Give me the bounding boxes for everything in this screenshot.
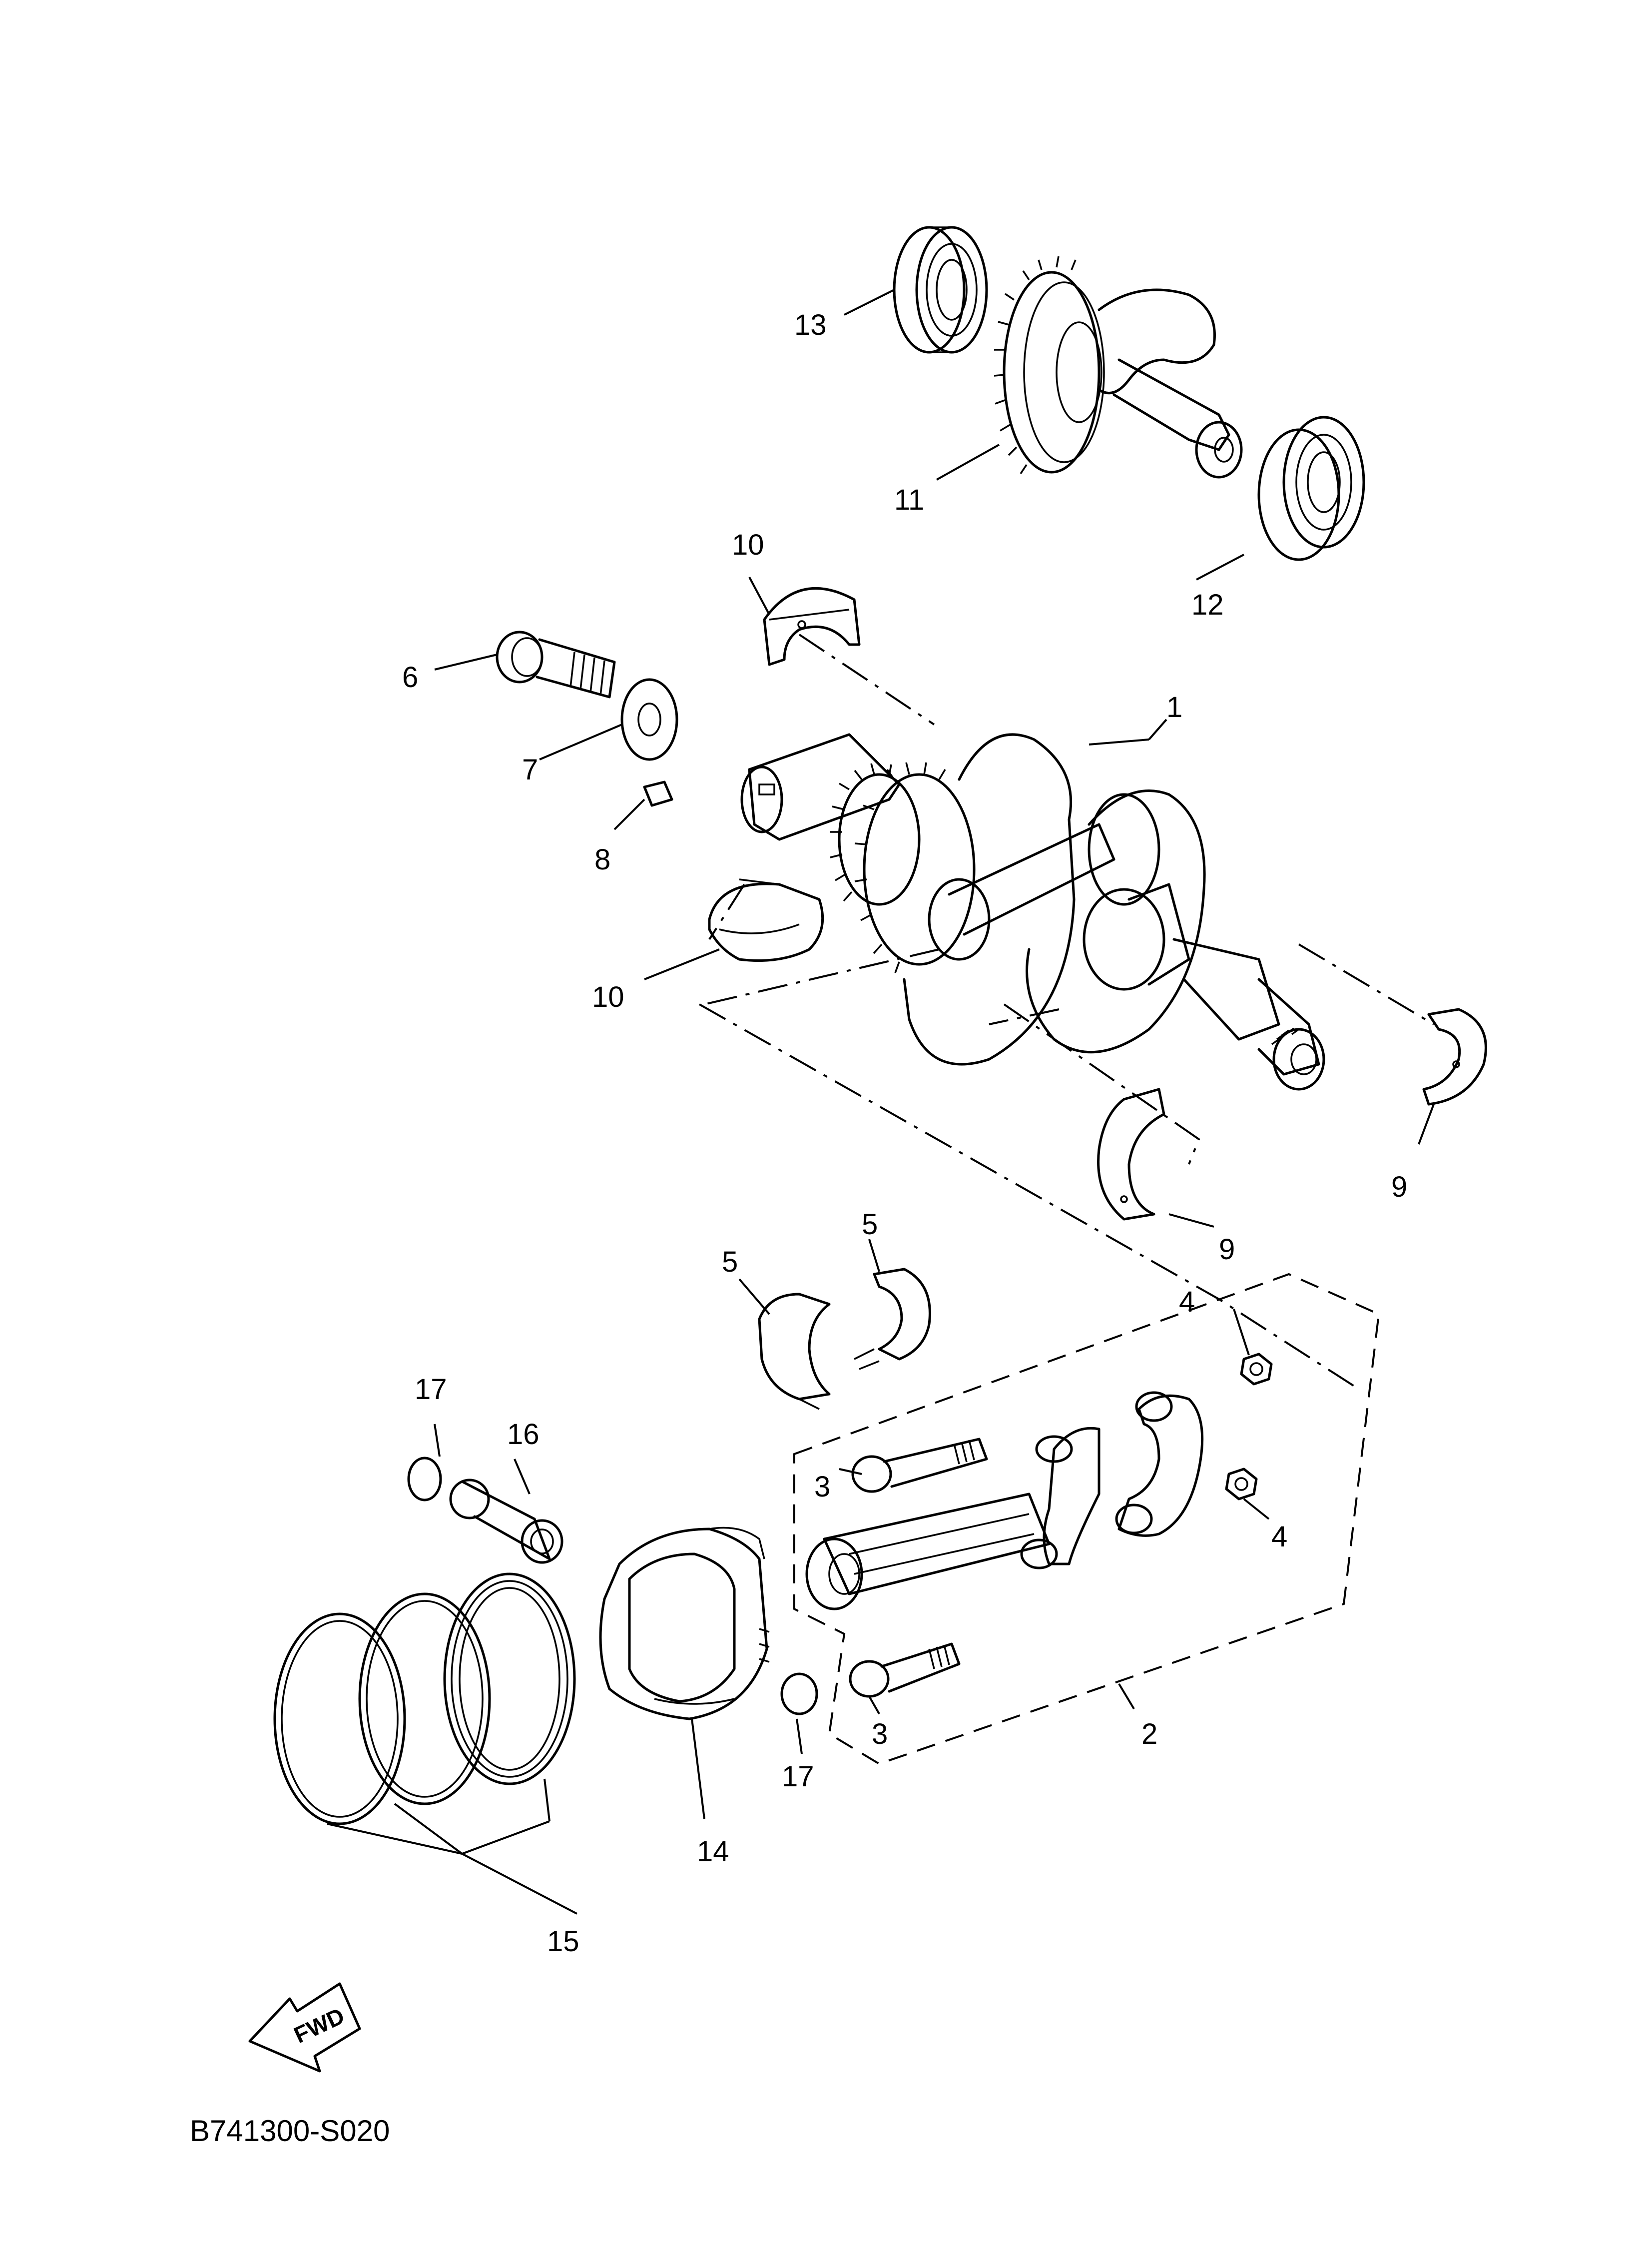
bolt-6[interactable] [496,631,616,699]
callout-8: 8 [594,843,610,876]
clip-17-right[interactable] [780,1672,818,1715]
callout-1: 1 [1166,691,1182,724]
crankshaft-1[interactable] [740,733,1325,1091]
callout-10-upper: 10 [732,529,764,561]
bearing-9-right[interactable] [1422,1008,1487,1106]
bolt-3-lower[interactable] [849,1642,961,1698]
callout-12: 12 [1191,589,1224,621]
callout-2: 2 [1141,1718,1157,1750]
callout-15: 15 [547,1925,579,1958]
nut-4-lower[interactable] [1225,1468,1258,1501]
bearing-9-lower[interactable] [1097,1088,1165,1221]
bearing-12[interactable] [1257,416,1365,561]
reference-lines [699,634,1435,1390]
callout-13: 13 [794,309,827,341]
callout-3-upper: 3 [814,1471,830,1503]
callout-17-right: 17 [782,1760,814,1793]
callout-4-lower: 4 [1271,1520,1287,1553]
forward-direction-arrow: FWD [248,1982,361,2073]
bearing-5-right[interactable] [854,1268,931,1370]
callout-11: 11 [894,484,924,516]
balancer-shaft-11[interactable] [994,256,1243,479]
nut-4-upper[interactable] [1240,1353,1273,1386]
key-8[interactable] [643,780,673,807]
bearing-13[interactable] [893,226,988,354]
piston-pin-16[interactable] [449,1479,563,1564]
callout-16: 16 [507,1418,540,1451]
bearing-5-left[interactable] [758,1293,831,1410]
callout-17-left: 17 [415,1373,447,1406]
callout-6: 6 [402,661,418,694]
callout-14: 14 [697,1835,729,1868]
callout-7: 7 [522,753,538,786]
connecting-rod-2[interactable] [805,1391,1204,1610]
piston-ring-set-15[interactable] [273,1572,576,1825]
kit-boundary-2 [793,1273,1380,1765]
callout-4-upper: 4 [1179,1286,1195,1318]
callout-labels: 1 2 3 3 4 4 5 5 6 7 8 9 9 10 10 11 12 13… [402,309,1407,1958]
piston-14[interactable] [599,1526,770,1720]
callout-5-left: 5 [722,1246,738,1278]
callout-10-lower: 10 [592,981,624,1013]
diagram-code: B741300-S020 [190,2114,390,2148]
bolt-3-upper[interactable] [851,1438,988,1493]
clip-17-left[interactable] [407,1457,442,1502]
callout-3-lower: 3 [872,1718,888,1750]
callout-9-right: 9 [1391,1171,1407,1203]
bearing-10-upper[interactable] [763,587,861,666]
callout-9-lower: 9 [1219,1233,1235,1266]
washer-7[interactable] [620,678,678,761]
bearing-10-lower[interactable] [708,878,824,962]
callout-5-right: 5 [862,1208,878,1241]
leader-lines [327,289,1435,1915]
